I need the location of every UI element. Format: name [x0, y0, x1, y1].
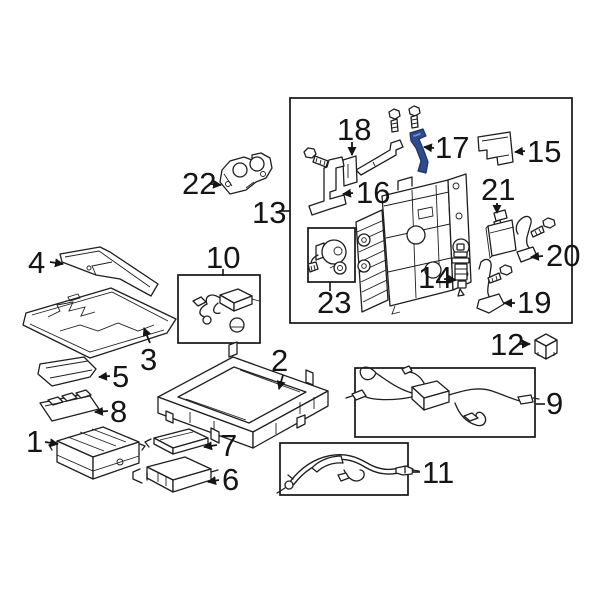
callout-label-21[interactable]: 21	[481, 172, 515, 207]
part-4-drawing[interactable]	[59, 246, 159, 297]
callout-arrow-2	[276, 374, 286, 390]
callout-arrow-6	[207, 476, 220, 485]
part-21-drawing[interactable]	[485, 209, 517, 259]
part-10-drawing[interactable]	[192, 288, 260, 333]
callout-label-11[interactable]: 11	[422, 455, 454, 490]
part-12-drawing[interactable]	[534, 333, 558, 360]
part-20-drawing[interactable]	[515, 215, 538, 263]
part-14-drawing[interactable]	[451, 243, 470, 297]
callout-label-16[interactable]: 16	[356, 175, 390, 210]
part-8-drawing[interactable]	[39, 389, 100, 422]
callout-arrow-5	[98, 371, 111, 381]
bolt-icon[interactable]	[408, 105, 421, 129]
callout-label-23[interactable]: 23	[317, 285, 351, 320]
callout-arrow-14	[443, 274, 457, 284]
callout-arrow-20	[530, 251, 544, 261]
part-23-drawing[interactable]	[307, 239, 347, 275]
bolt-icon[interactable]	[303, 147, 329, 168]
group-box-10	[177, 274, 261, 344]
callout-arrow-8	[94, 406, 109, 416]
callout-label-13[interactable]: 13	[252, 195, 286, 230]
callout-label-3[interactable]: 3	[140, 342, 157, 377]
callout-arrow-1	[44, 438, 59, 448]
callout-arrow-7	[203, 441, 218, 451]
callout-arrow-17	[423, 143, 435, 153]
part-3-drawing[interactable]	[22, 287, 177, 359]
callout-label-7[interactable]: 7	[220, 428, 237, 463]
callout-arrow-3	[142, 327, 152, 344]
group-box-9	[354, 367, 536, 438]
part-11-drawing[interactable]	[276, 453, 420, 494]
callout-label-8[interactable]: 8	[110, 394, 127, 429]
part-1-drawing[interactable]	[48, 426, 146, 480]
bolt-icon[interactable]	[530, 217, 556, 238]
callout-label-19[interactable]: 19	[517, 285, 551, 320]
callout-label-9[interactable]: 9	[546, 386, 563, 421]
callout-label-6[interactable]: 6	[222, 462, 239, 497]
group-box-23	[307, 227, 356, 283]
callout-label-15[interactable]: 15	[527, 134, 561, 169]
part-17-drawing-selected[interactable]	[409, 128, 429, 174]
callout-arrow-22	[210, 179, 222, 189]
callout-label-22[interactable]: 22	[182, 166, 216, 201]
part-6-drawing[interactable]	[132, 456, 219, 493]
callout-arrow-4	[49, 258, 64, 268]
part-5-drawing[interactable]	[37, 356, 97, 387]
callout-arrows	[44, 142, 544, 485]
callout-label-20[interactable]: 20	[546, 238, 580, 273]
part-19-drawing[interactable]	[476, 258, 505, 314]
callout-arrow-16	[342, 188, 354, 198]
callout-label-18[interactable]: 18	[337, 112, 371, 147]
callout-label-4[interactable]: 4	[28, 245, 45, 280]
part-2-drawing[interactable]	[157, 341, 329, 449]
callout-arrow-15	[514, 146, 526, 156]
callout-label-12[interactable]: 12	[490, 327, 524, 362]
part-15-drawing[interactable]	[477, 131, 514, 166]
callout-label-17[interactable]: 17	[435, 130, 469, 165]
part-16-drawing[interactable]	[308, 156, 347, 216]
bolt-icon[interactable]	[487, 264, 513, 284]
callout-label-1[interactable]: 1	[26, 424, 43, 459]
part-7-drawing[interactable]	[144, 428, 209, 455]
callout-label-5[interactable]: 5	[112, 359, 129, 394]
callout-label-2[interactable]: 2	[271, 343, 288, 378]
part-22-drawing[interactable]	[219, 152, 273, 195]
part-9-drawing[interactable]	[345, 365, 540, 427]
bolt-icon[interactable]	[388, 108, 401, 133]
part-18-drawing[interactable]	[342, 139, 404, 187]
callout-label-10[interactable]: 10	[206, 240, 240, 275]
callout-label-14[interactable]: 14	[418, 260, 452, 295]
